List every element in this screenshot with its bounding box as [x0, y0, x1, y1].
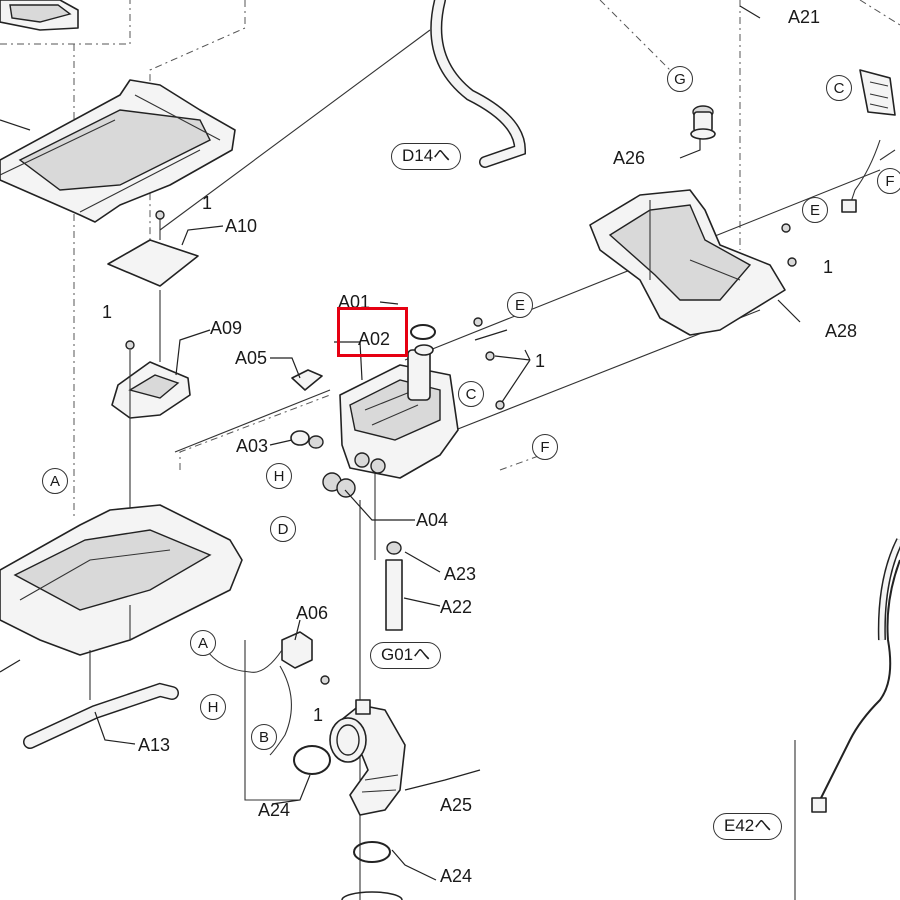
central-assembly: [339, 324, 459, 479]
highlight-box-a02: [337, 307, 408, 357]
label-a02: A02: [358, 329, 391, 349]
label-a04: A04: [416, 510, 449, 530]
label-a10: A10: [225, 216, 258, 236]
callout-a-mid: A: [190, 630, 216, 656]
label-a23: A23: [444, 564, 477, 584]
label-a28: A28: [825, 321, 858, 341]
label-a26: A26: [613, 148, 646, 168]
reference-e42[interactable]: E42へ: [713, 813, 783, 840]
screw-qty-1d: 1: [823, 257, 834, 277]
callout-h-mid: H: [266, 463, 292, 489]
label-a22: A22: [440, 597, 473, 617]
callout-e-mid: E: [507, 292, 533, 318]
screw-qty-1b: 1: [102, 302, 113, 322]
label-a03: A03: [236, 436, 269, 456]
callout-f-mid: F: [532, 434, 558, 460]
screw-qty-1a: 1: [202, 193, 213, 213]
housing-part-a28: [589, 189, 786, 336]
reference-d14[interactable]: D14へ: [391, 143, 462, 170]
top-left-part: [0, 0, 79, 31]
connector-part-c: [859, 69, 896, 116]
callout-c-mid: C: [458, 381, 484, 407]
label-a21: A21: [788, 7, 821, 27]
connector-part-e-f: [841, 139, 896, 213]
cover-part-a10: [107, 214, 199, 287]
label-a24-top: A24: [258, 800, 291, 820]
part-a26: [690, 105, 716, 140]
leader-lines: [0, 5, 801, 881]
callout-b: B: [251, 724, 277, 750]
screws: [125, 210, 797, 685]
label-a24-bottom: A24: [440, 866, 473, 886]
label-a25: A25: [440, 795, 473, 815]
part-a22-a23: [385, 541, 403, 631]
label-a09: A09: [210, 318, 243, 338]
label-a06: A06: [296, 603, 329, 623]
screw-qty-1c: 1: [535, 351, 546, 371]
hose-part-a21: [430, 0, 527, 168]
part-a05: [291, 369, 323, 391]
base-housing-part: [0, 504, 243, 700]
callout-d: D: [270, 516, 296, 542]
callout-f-right: F: [877, 168, 900, 194]
callout-e-right: E: [802, 197, 828, 223]
label-a01: A01: [338, 292, 371, 312]
elbow-part-a25: [329, 699, 406, 816]
part-a06: [204, 631, 313, 756]
reference-g01[interactable]: G01へ: [370, 642, 442, 669]
guide-lines: [159, 29, 881, 900]
callout-a-left: A: [42, 468, 68, 494]
label-a13: A13: [138, 735, 171, 755]
hose-part-a13: [23, 682, 179, 749]
bracket-part-a09: [111, 290, 191, 520]
callout-h-low: H: [200, 694, 226, 720]
clamp-parts-a24: [293, 745, 403, 900]
callout-c-right: C: [826, 75, 852, 101]
callout-g: G: [667, 66, 693, 92]
upper-rail-frame: [0, 79, 236, 223]
part-a03: [290, 430, 324, 449]
cable-bundle: [811, 538, 900, 813]
label-a05: A05: [235, 348, 268, 368]
screw-qty-1e: 1: [313, 705, 324, 725]
part-a04: [322, 452, 386, 498]
